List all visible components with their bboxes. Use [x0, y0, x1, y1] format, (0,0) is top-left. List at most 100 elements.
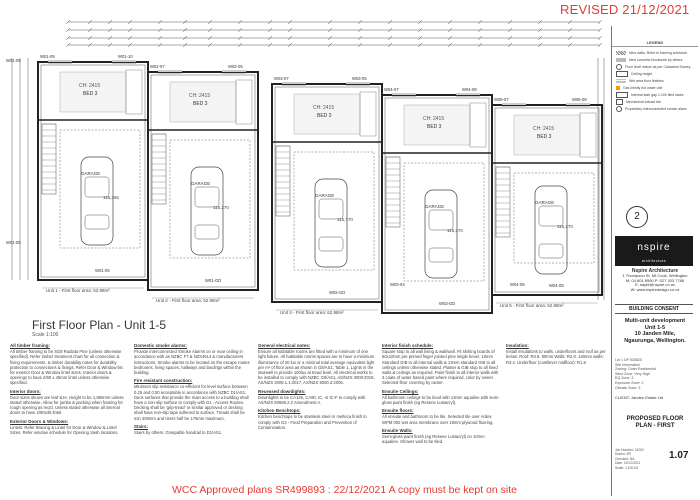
room-label: BED 3 — [83, 91, 98, 97]
dim-tick — [287, 35, 293, 41]
dim-tick — [267, 35, 273, 41]
garage-void — [169, 139, 251, 259]
dim-tick — [237, 19, 243, 25]
legend-header: LEGEND — [612, 40, 698, 47]
window-tag: W02-05 — [228, 64, 243, 69]
dim-tick — [567, 42, 573, 48]
dimension-label: 116,270 — [557, 224, 573, 229]
dim-tick — [357, 35, 363, 41]
window-tag: W01-10 — [118, 54, 133, 59]
unit-inner-wall — [384, 97, 490, 311]
note-heading: General electrical notes: — [258, 343, 311, 348]
legend-item: Mechanical extract fan — [612, 98, 698, 105]
garage-label: GARAGE — [535, 200, 554, 205]
dim-tick — [65, 27, 71, 33]
title-block: LEGEND New walls: Refer to framing sched… — [611, 26, 698, 496]
dim-tick — [207, 19, 213, 25]
car-icon — [190, 166, 224, 256]
grid-bubble: 2 — [626, 206, 648, 228]
window-tag: W03-07 — [274, 76, 289, 81]
dim-tick — [182, 42, 188, 48]
unit-outline — [491, 104, 603, 296]
gas-hot-water-icon — [616, 85, 620, 90]
car-windscreen — [428, 209, 454, 231]
dim-tick — [477, 27, 483, 33]
dim-tick — [447, 19, 453, 25]
window-tag: W05-08 — [572, 97, 587, 102]
wardrobe — [125, 69, 143, 115]
dimension-label: 116,270 — [447, 228, 463, 233]
garage-label: GARAGE — [425, 204, 444, 209]
dim-tick — [507, 42, 513, 48]
note-heading: Ensuite Ceilings: — [382, 388, 419, 394]
left-dimension-strings — [11, 58, 29, 280]
room-label: BED 3 — [537, 134, 552, 140]
dim-tick — [387, 42, 393, 48]
legend-item: Internal stair gap 1:100 tiled stairs — [612, 91, 698, 98]
stair — [495, 166, 511, 238]
dim-tick — [417, 19, 423, 25]
dim-tick — [537, 19, 543, 25]
ceiling-height-label: CH: 2415 — [423, 116, 444, 122]
note-heading: Recessed downlights: — [258, 388, 306, 394]
note-text: Square stop to all wall lining & wall/wa… — [382, 349, 499, 386]
window-tag: W01-05 — [95, 268, 110, 273]
dim-tick — [207, 35, 213, 41]
note-heading: Domestic smoke alarms: — [134, 343, 188, 348]
dim-tick — [65, 35, 71, 41]
note-text: Provide interconnected Smoke Alarms on o… — [134, 349, 250, 376]
dim-tick — [157, 19, 163, 25]
area-label: Unit 5 - First floor area: 62.98m² — [500, 303, 564, 308]
consent-label: BUILDING CONSENT — [615, 304, 693, 314]
dim-tick — [182, 27, 188, 33]
sheet-number: 1.07 — [669, 450, 689, 461]
note-text: Lintels: Refer Bracing & Lintel for Door… — [10, 424, 119, 436]
blockwork-icon — [616, 57, 626, 62]
general-notes: All timber framing: All timber framing t… — [10, 343, 610, 483]
legend-item: Gas infinity hot water unit — [612, 84, 698, 91]
title-block-content: nspire architecture Nspire Architecture … — [611, 0, 700, 500]
wet-area-icon — [616, 78, 626, 83]
ceiling-height-label: CH: 2415 — [313, 105, 334, 111]
dim-tick — [567, 35, 573, 41]
ceiling-height-label: CH: 2415 — [189, 93, 210, 99]
legend-item: New concrete blockwork by others. — [612, 56, 698, 63]
dimension-ticks — [65, 19, 603, 48]
legend-item: Wet area floor finishes — [612, 77, 698, 84]
note-heading: Ensuite floors: — [382, 408, 414, 414]
car-icon — [314, 178, 348, 268]
dim-tick — [387, 27, 393, 33]
notes-column-1: All timber framing: All timber framing t… — [10, 343, 128, 438]
window-tag: W05-07 — [494, 97, 509, 102]
wardrobe — [359, 91, 377, 137]
firm-name: Nspire Architecture — [631, 268, 679, 274]
dim-tick — [65, 19, 71, 25]
wardrobe — [579, 112, 597, 158]
note-text: Semi-gloss paint finish (eg Resene Lusta… — [382, 434, 485, 445]
dim-tick — [327, 27, 333, 33]
approval-stamp: WCC Approved plans SR499893 : 22/12/2021… — [172, 484, 517, 496]
note-text: All ensuite and bathroom to be tile. Sel… — [382, 414, 494, 425]
dim-tick — [357, 42, 363, 48]
dim-tick — [597, 35, 603, 41]
unit-inner-wall — [40, 64, 146, 278]
dim-tick — [207, 42, 213, 48]
dim-tick — [87, 27, 93, 33]
note-text: Downlights to be CA135, CA90, IC, or IC-… — [258, 394, 366, 406]
dim-tick — [567, 27, 573, 33]
window-tag: W04-05 — [549, 283, 564, 288]
top-dimension-strings — [68, 21, 600, 46]
dim-tick — [387, 35, 393, 41]
drawing-scale: Scale 1:100 — [32, 332, 59, 338]
dim-tick — [327, 42, 333, 48]
dim-tick — [597, 19, 603, 25]
window-tag: W02-GD — [329, 290, 345, 295]
window-tag: W01-05 — [6, 240, 21, 245]
room-label: BED 3 — [427, 124, 442, 130]
dim-tick — [182, 19, 188, 25]
stair — [41, 123, 57, 195]
dim-tick — [157, 42, 163, 48]
